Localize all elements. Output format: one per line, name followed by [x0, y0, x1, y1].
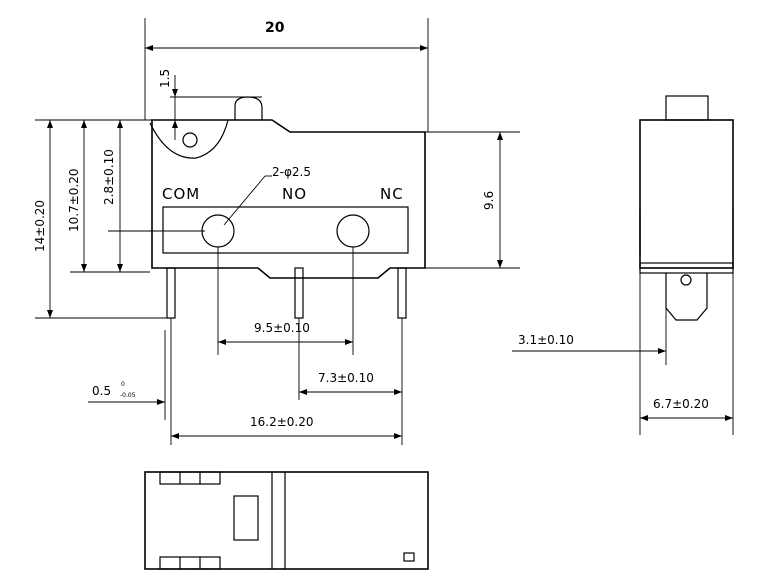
label-nc: NC — [380, 185, 404, 203]
mounting-hole-right — [336, 214, 370, 248]
bottom-tab-bottom — [159, 556, 221, 570]
dim-tolerance-sub: -0.05 — [120, 392, 136, 399]
side-ledge — [639, 262, 734, 274]
dim-pin-com-nc: 16.2±0.20 — [250, 415, 314, 429]
arrows-actuator — [172, 89, 178, 128]
bottom-tab-top — [159, 471, 221, 485]
switch-body-outline — [151, 119, 426, 279]
dim-body-height: 9.6 — [482, 191, 496, 210]
side-actuator — [665, 95, 709, 121]
dim-terminal-width: 3.1±0.10 — [518, 333, 574, 347]
terminal-label-band — [162, 206, 409, 254]
side-terminal — [665, 273, 708, 321]
dim-height-mid: 10.7±0.20 — [67, 169, 81, 233]
dim-pin-com-no: 9.5±0.10 — [254, 321, 310, 335]
dim-height-total: 14±0.20 — [33, 200, 47, 252]
label-com: COM — [162, 185, 200, 203]
dim-pin-no-nc: 7.3±0.10 — [318, 371, 374, 385]
dim-overall-length: 20 — [265, 20, 285, 36]
side-view: 3.1±0.10 6.7±0.20 — [512, 95, 734, 435]
bottom-notch — [403, 552, 415, 562]
actuator-lever — [234, 96, 263, 120]
dim-tolerance-sup: 0 — [121, 381, 125, 388]
arrow-terminal-width — [658, 348, 666, 354]
pin-com — [166, 267, 176, 319]
dim-tolerance-main: 0.5 — [92, 384, 111, 398]
pin-nc — [397, 267, 407, 319]
hole-callout-text: 2-φ2.5 — [272, 165, 311, 179]
pin-no — [294, 267, 304, 319]
hole-callout-leader — [223, 175, 266, 226]
front-view: COM NO NC 2-φ2.5 20 1.5 14±0.20 10.7±0.2… — [33, 18, 520, 445]
actuator-arm — [149, 119, 229, 159]
actuator-pivot-hole — [182, 132, 198, 148]
dim-body-width: 6.7±0.20 — [653, 397, 709, 411]
label-no: NO — [282, 185, 307, 203]
dim-actuator-offset: 1.5 — [158, 69, 172, 88]
side-body — [639, 119, 734, 269]
side-terminal-hole — [680, 274, 692, 286]
bottom-view — [144, 471, 429, 570]
dim-height-top: 2.8±0.10 — [102, 149, 116, 205]
arrow-pin-thickness — [157, 399, 165, 405]
mounting-hole-left — [201, 214, 235, 248]
bottom-body — [144, 471, 429, 570]
bottom-slot — [233, 495, 259, 541]
